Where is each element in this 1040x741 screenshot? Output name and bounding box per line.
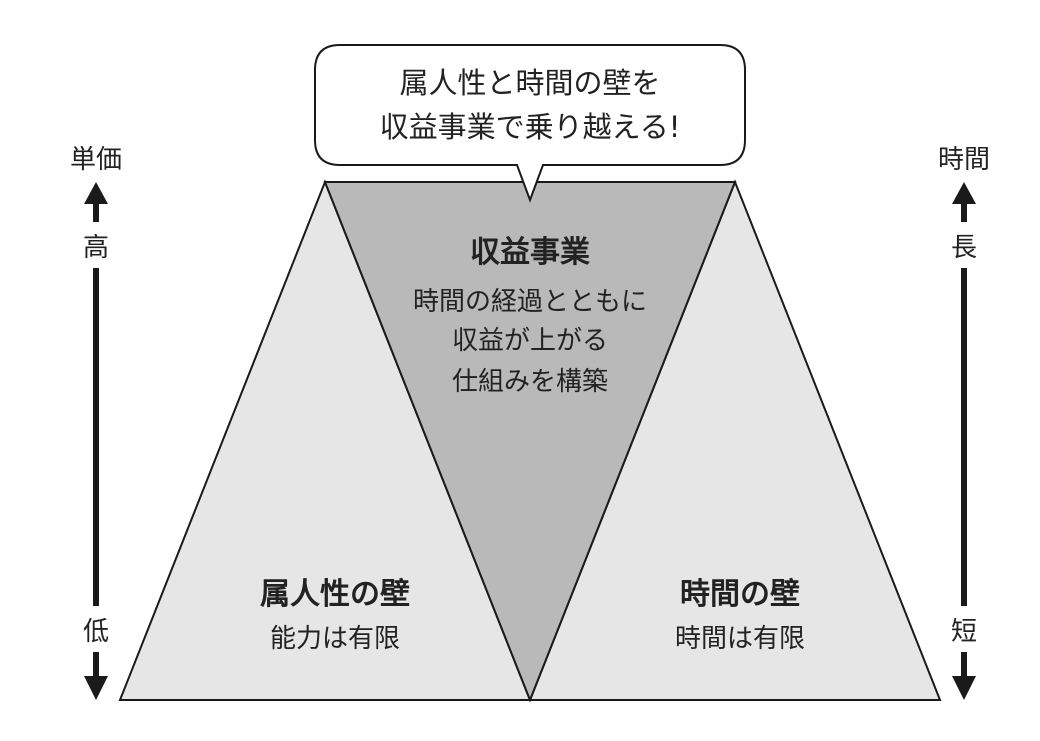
left-title: 属人性の壁 — [260, 577, 410, 612]
left-axis-line-upper — [93, 202, 99, 222]
right-title: 時間の壁 — [680, 577, 800, 612]
callout-bubble — [314, 44, 746, 203]
left-axis-up-arrow-icon — [84, 182, 108, 204]
callout-line-2: 収益事業で乗り越える! — [380, 110, 681, 144]
left-subtitle: 能力は有限 — [270, 624, 400, 654]
right-axis-line-middle — [961, 268, 967, 606]
left-axis-label: 単価 — [70, 145, 122, 175]
right-subtitle: 時間は有限 — [675, 624, 805, 654]
callout-line-1: 属人性と時間の壁を — [399, 66, 660, 100]
right-axis-low: 短 — [951, 617, 977, 647]
center-title: 収益事業 — [470, 235, 590, 270]
center-line-3: 仕組みを構築 — [452, 367, 608, 397]
center-line-2: 収益が上がる — [452, 326, 608, 356]
right-axis-down-arrow-icon — [952, 676, 976, 700]
right-axis-label: 時間 — [938, 145, 990, 175]
left-axis-down-arrow-icon — [84, 676, 108, 700]
right-axis-line-lower — [961, 652, 967, 678]
left-axis-line-lower — [93, 652, 99, 678]
right-axis-high: 長 — [951, 233, 977, 263]
center-line-1: 時間の経過とともに — [413, 287, 647, 317]
left-axis-high: 高 — [83, 233, 109, 263]
left-axis-low: 低 — [83, 617, 109, 647]
right-axis-up-arrow-icon — [952, 182, 976, 204]
right-axis-line-upper — [961, 202, 967, 222]
left-axis-line-middle — [93, 268, 99, 606]
